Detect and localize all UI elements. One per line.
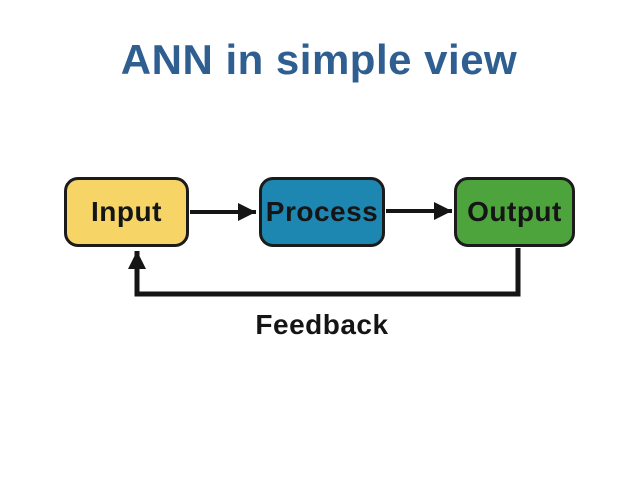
- node-process: Process: [259, 177, 385, 247]
- feedback-arrow-output-to-input: [128, 248, 521, 297]
- slide-title: ANN in simple view: [120, 36, 518, 83]
- node-input: Input: [64, 177, 189, 247]
- node-output: Output: [454, 177, 575, 247]
- feedback-label: Feedback: [255, 309, 389, 340]
